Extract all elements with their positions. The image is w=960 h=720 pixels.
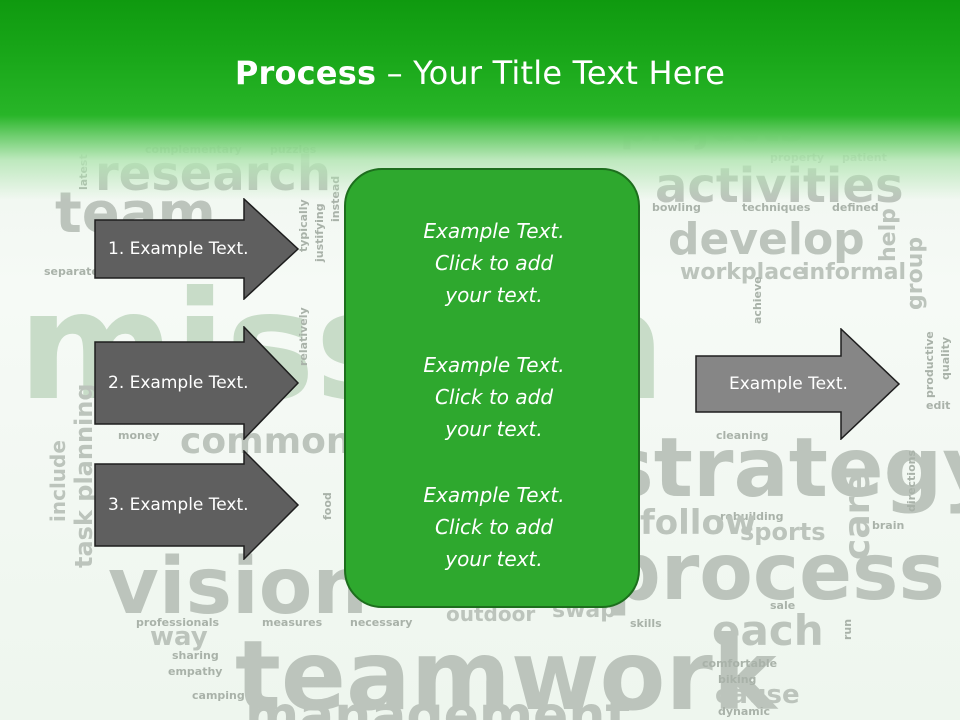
process-arrow-3[interactable]: 3. Example Text.	[94, 450, 300, 560]
cloud-word: comfortable	[702, 657, 778, 670]
content-box[interactable]: Example Text. Click to add your text. Ex…	[344, 168, 640, 608]
cloud-word: techniques	[742, 201, 811, 214]
cloud-word: rebuilding	[720, 510, 784, 523]
text-block-3[interactable]: Example Text. Click to add your text.	[346, 479, 642, 575]
cloud-word: defined	[832, 201, 879, 214]
text-block-2[interactable]: Example Text. Click to add your text.	[346, 349, 642, 445]
cloud-word: directions	[905, 449, 918, 512]
text-line: your text.	[445, 417, 543, 441]
title-bold: Process	[234, 54, 377, 92]
cloud-word: sharing	[172, 649, 219, 662]
cloud-word: professionals	[136, 616, 220, 629]
cloud-word: cause	[715, 680, 800, 710]
text-line: Example Text.	[423, 219, 565, 243]
cloud-word: edit	[926, 399, 951, 412]
cloud-word: sports	[740, 518, 826, 546]
cloud-word: brain	[872, 519, 905, 532]
cloud-word: care	[837, 472, 878, 560]
text-line: Example Text.	[423, 353, 565, 377]
cloud-word: group	[903, 236, 928, 310]
cloud-word: develop	[668, 214, 865, 265]
arrow-label: 1. Example Text.	[108, 239, 249, 259]
arrow-shape-icon	[695, 328, 901, 440]
cloud-word: measures	[262, 616, 323, 629]
cloud-word: include	[46, 440, 70, 522]
arrow-label: 2. Example Text.	[108, 373, 249, 393]
cloud-word: skills	[630, 617, 662, 630]
text-line: your text.	[445, 283, 543, 307]
text-line: Example Text.	[423, 483, 565, 507]
cloud-word: quality	[939, 336, 952, 380]
cloud-word: strategy	[605, 421, 960, 516]
cloud-word: management	[245, 686, 631, 720]
cloud-word: teamwork	[235, 620, 777, 720]
cloud-word: empathy	[168, 665, 223, 678]
cloud-word: vision	[108, 542, 368, 632]
cloud-word: biking	[718, 673, 757, 686]
cloud-word: way	[150, 622, 208, 652]
cloud-word: cleaning	[716, 429, 769, 442]
cloud-word: outdoor	[446, 602, 536, 626]
cloud-word: each	[712, 606, 824, 655]
arrow-shape-icon	[94, 326, 300, 440]
cloud-word: separate	[44, 265, 99, 278]
process-arrow-2[interactable]: 2. Example Text.	[94, 326, 300, 440]
cloud-word: bowling	[652, 201, 701, 214]
cloud-word: necessary	[350, 616, 413, 629]
arrow-shape-icon	[94, 450, 300, 560]
cloud-word: sale	[770, 599, 796, 612]
cloud-word: informal	[802, 260, 907, 285]
cloud-word: camping	[192, 689, 245, 702]
text-block-1[interactable]: Example Text. Click to add your text.	[346, 215, 642, 311]
arrow-label: 3. Example Text.	[108, 495, 249, 515]
cloud-word: dynamic	[718, 705, 771, 718]
cloud-word: workplace	[680, 260, 808, 285]
cloud-word: process	[605, 528, 945, 618]
cloud-word: justifying	[313, 203, 326, 262]
cloud-word: follow	[640, 503, 757, 543]
text-line: Click to add	[434, 251, 554, 275]
cloud-word: task planning	[70, 383, 98, 568]
output-arrow[interactable]: Example Text.	[695, 328, 901, 440]
cloud-word: achieve	[751, 276, 764, 324]
text-line: Click to add	[434, 515, 554, 539]
arrow-label: Example Text.	[729, 374, 848, 394]
process-arrow-1[interactable]: 1. Example Text.	[94, 198, 300, 300]
cloud-word: productive	[923, 331, 936, 398]
text-line: Click to add	[434, 385, 554, 409]
title-bar: Process – Your Title Text Here	[0, 0, 960, 200]
slide-title: Process – Your Title Text Here	[0, 54, 960, 92]
title-rest: – Your Title Text Here	[376, 54, 726, 92]
cloud-word: help	[876, 208, 901, 262]
cloud-word: money	[118, 429, 160, 442]
cloud-word: run	[841, 618, 854, 640]
text-line: your text.	[445, 547, 543, 571]
cloud-word: common	[180, 421, 352, 462]
arrow-shape-icon	[94, 198, 300, 300]
cloud-word: food	[321, 492, 334, 520]
